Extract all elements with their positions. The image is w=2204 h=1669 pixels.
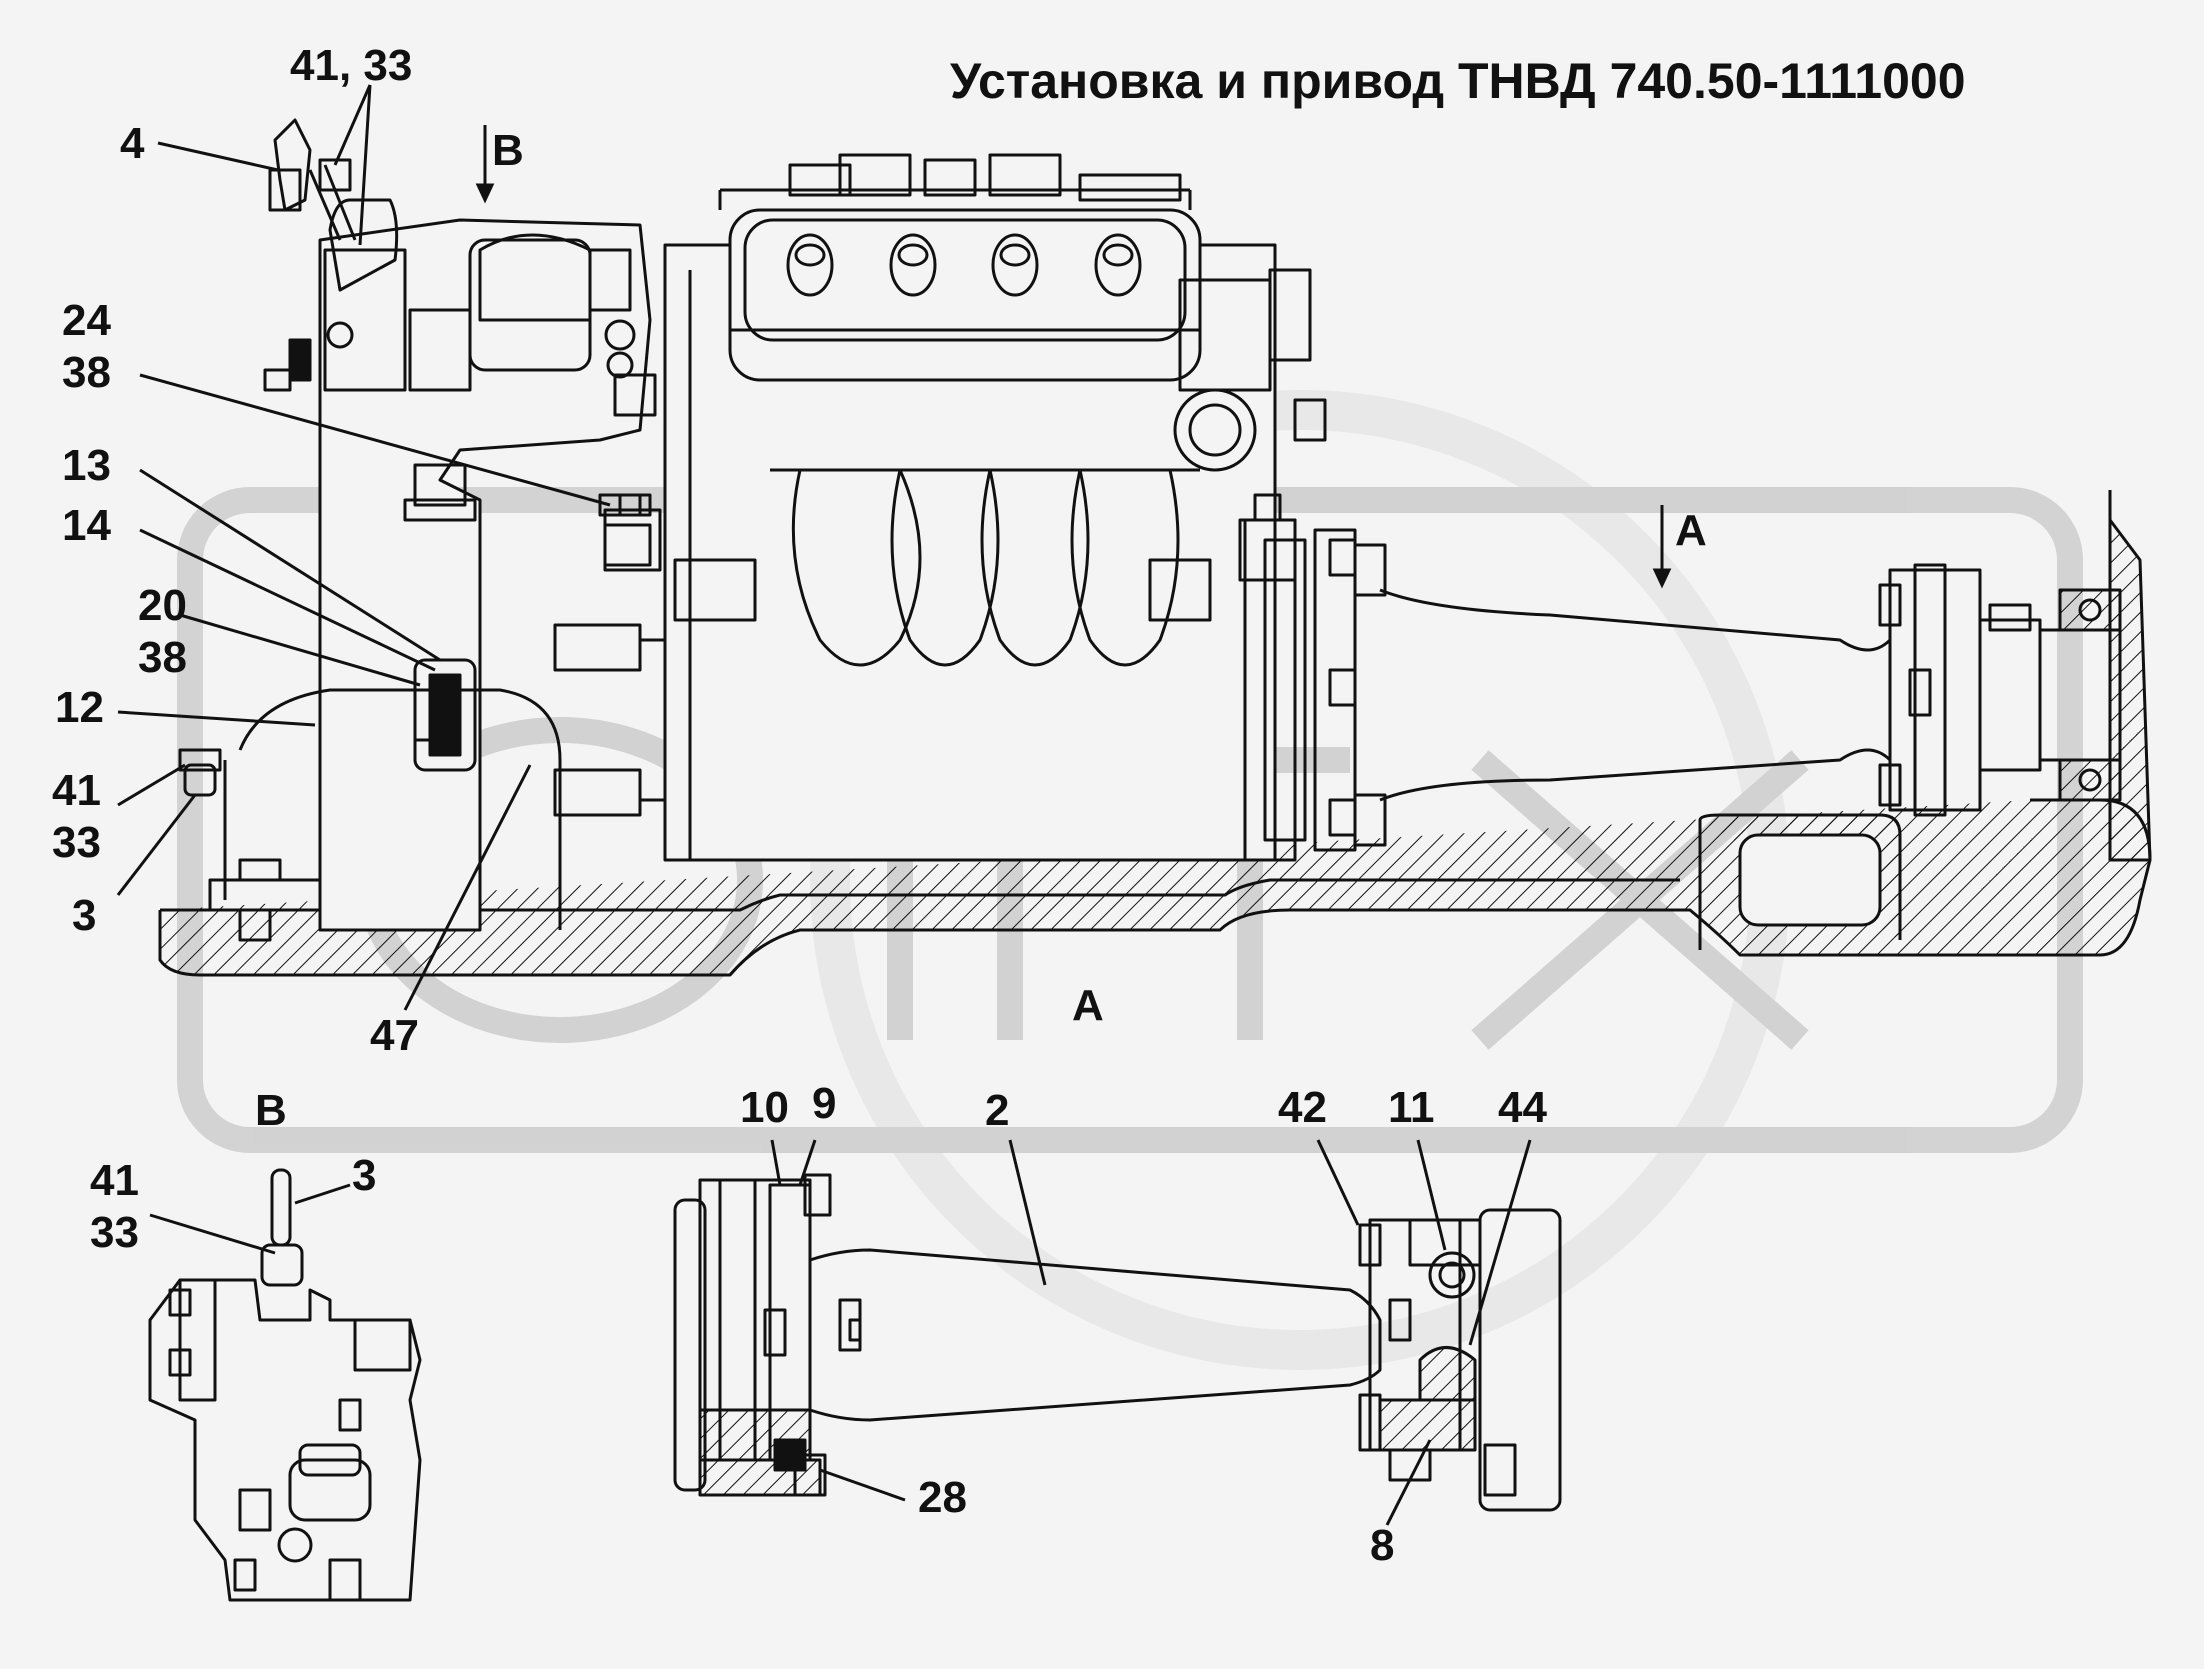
label-view-a-arrow: А [1675, 506, 1707, 555]
label-3-left: 3 [72, 891, 97, 940]
label-8: 8 [1370, 1521, 1395, 1570]
drive-shaft [1379, 588, 1892, 802]
label-13: 13 [62, 441, 111, 490]
label-view-b-title: В [255, 1086, 287, 1135]
view-b-detail [148, 1168, 422, 1602]
page-title: Установка и привод ТНВД 740.50-1111000 [950, 53, 1966, 109]
label-10: 10 [740, 1083, 789, 1132]
label-4: 4 [120, 119, 145, 168]
label-11: 11 [1388, 1083, 1435, 1132]
governor-housing [318, 218, 652, 932]
shaft-detail [673, 1173, 1562, 1512]
label-41-33-view: 41 33 [90, 1156, 139, 1257]
label-12: 12 [55, 683, 104, 732]
view-arrows [475, 125, 1672, 589]
label-3-view: 3 [352, 1151, 377, 1200]
label-2: 2 [985, 1086, 1010, 1135]
injector-fittings [786, 233, 1142, 297]
label-47: 47 [370, 1011, 419, 1060]
main-assembly [158, 118, 2152, 977]
label-14: 14 [62, 501, 111, 550]
label-view-b-arrow: В [492, 126, 524, 175]
label-9: 9 [812, 1079, 837, 1128]
label-24-38: 24 38 [62, 296, 111, 397]
label-44: 44 [1498, 1083, 1547, 1132]
label-41-33-top: 41, 33 [290, 41, 413, 90]
label-28: 28 [918, 1473, 967, 1522]
label-42: 42 [1278, 1083, 1327, 1132]
label-section-a: А [1072, 981, 1104, 1030]
label-41-33-left: 41 33 [52, 766, 101, 867]
label-20-38: 20 38 [138, 581, 187, 682]
